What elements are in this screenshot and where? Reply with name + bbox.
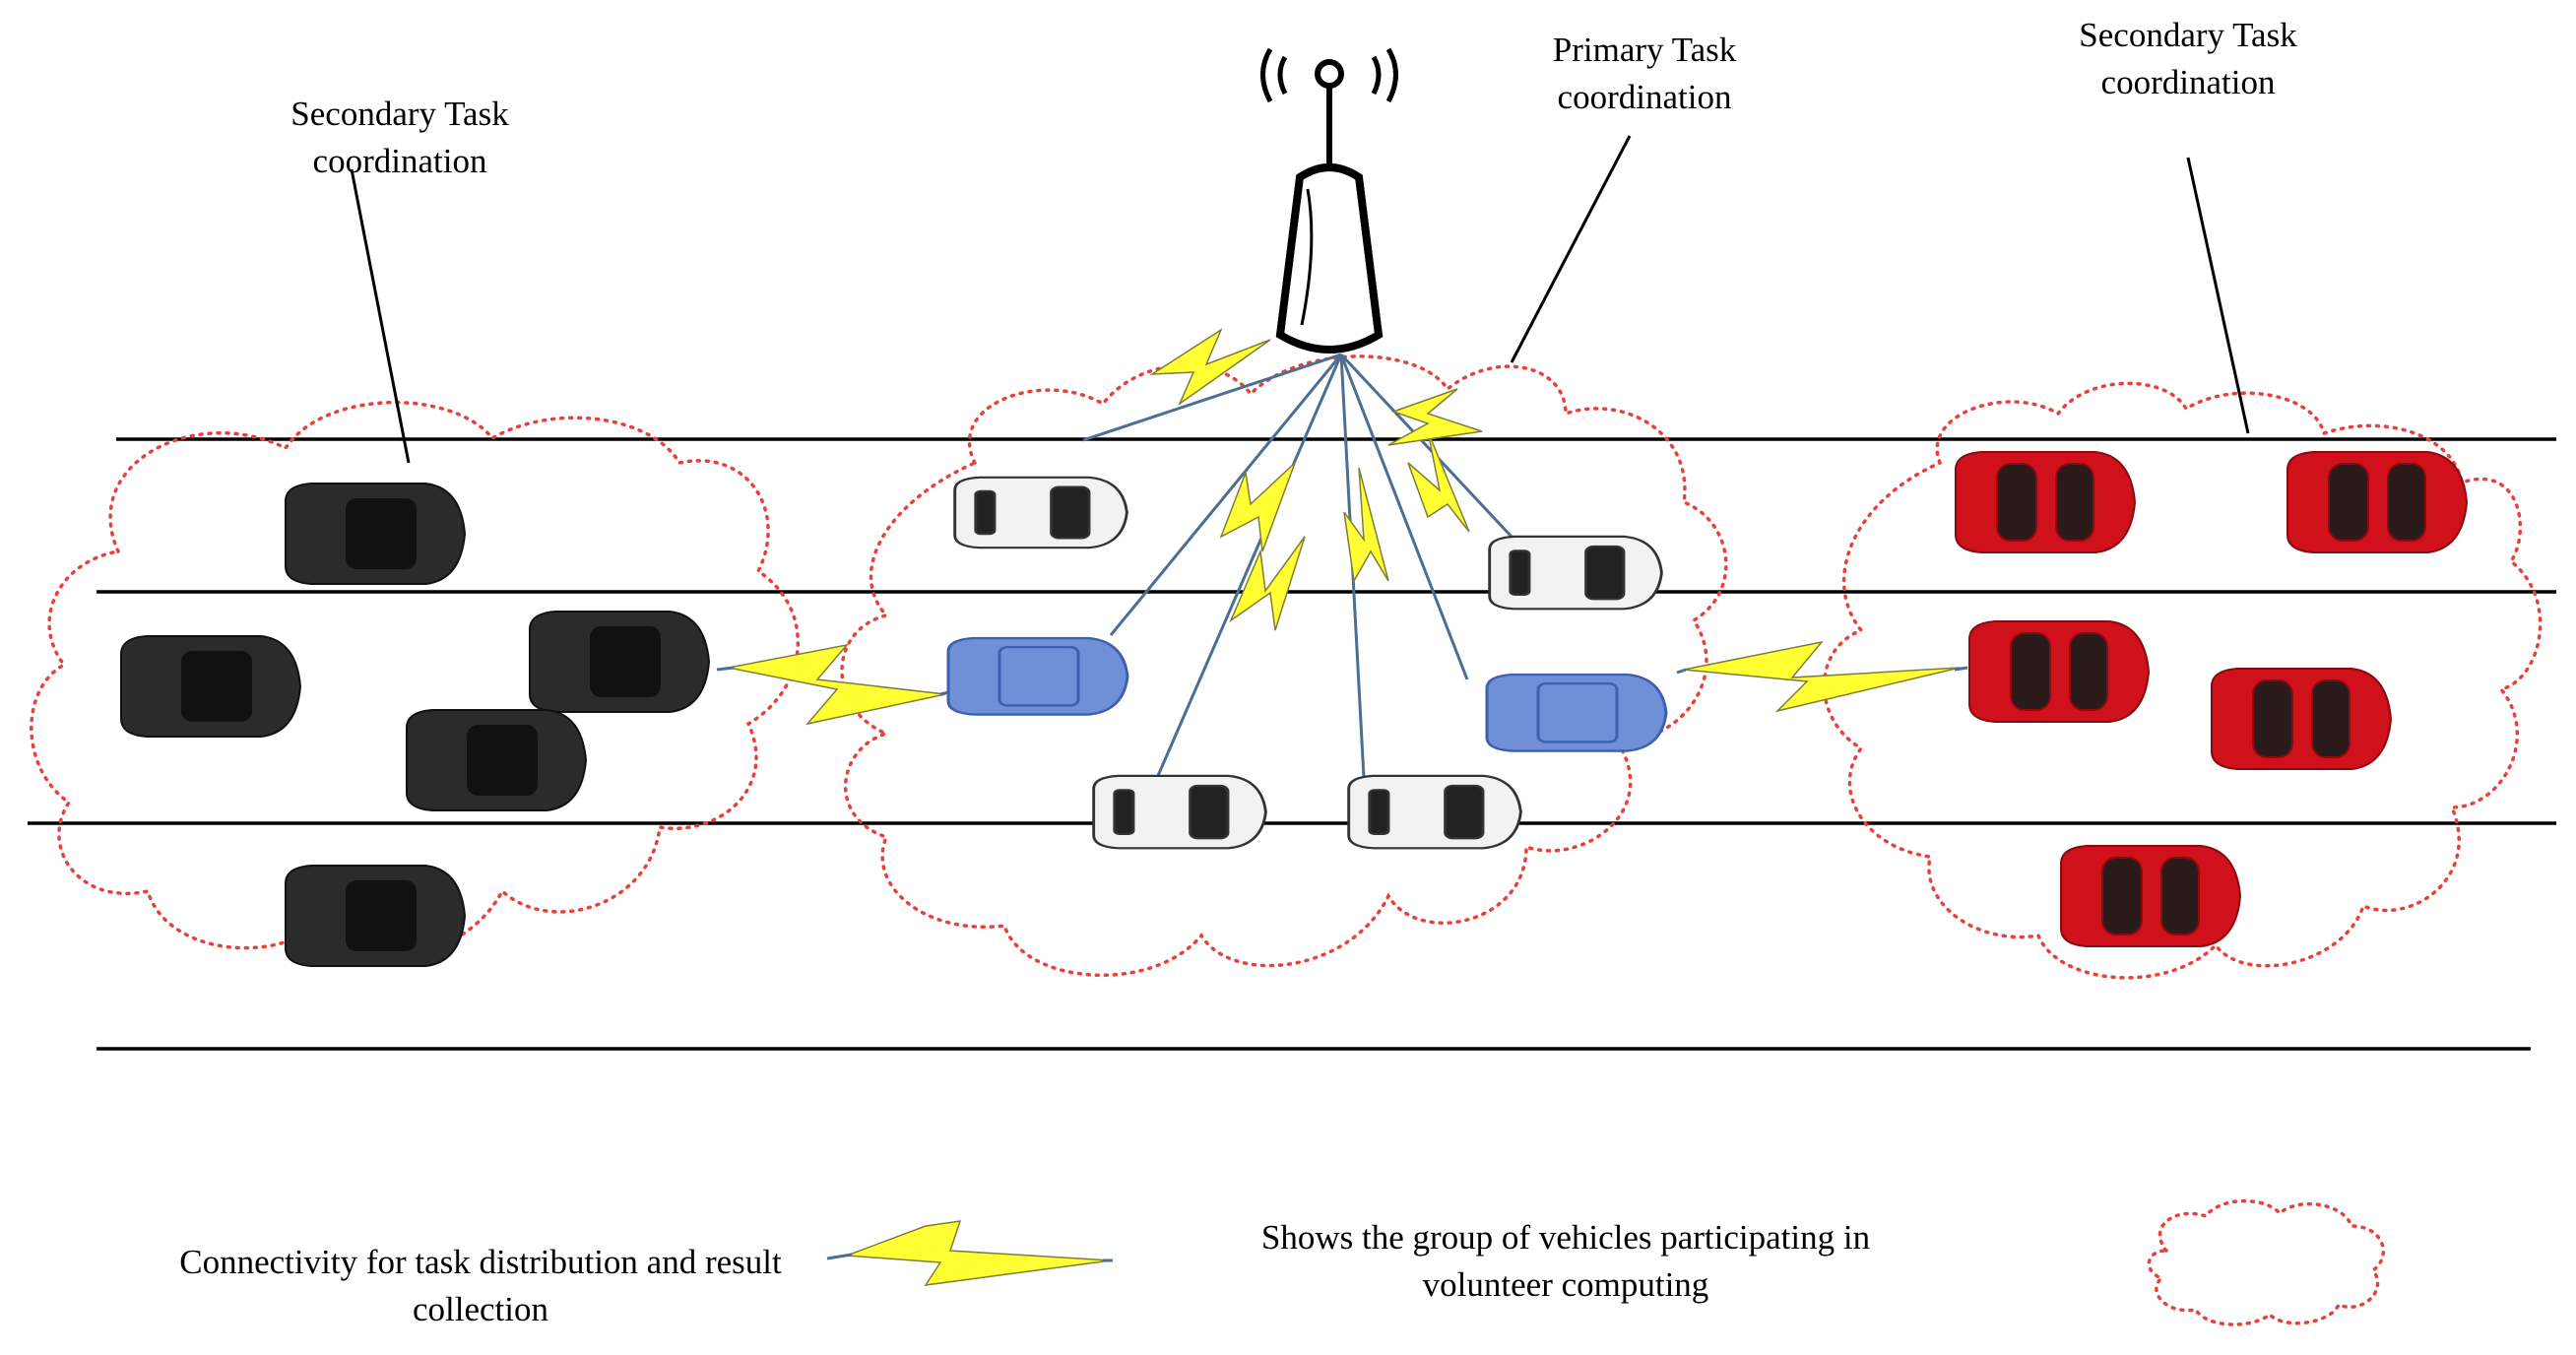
white-car	[1092, 774, 1267, 850]
callout-line-center	[1510, 135, 1632, 363]
road	[28, 437, 2556, 1051]
link-to-blue-car-1	[1109, 354, 1343, 636]
label-line: collection	[412, 1290, 548, 1328]
label-line: volunteer computing	[1422, 1265, 1709, 1304]
lightning-bolt-icon	[846, 1220, 1112, 1286]
blue-car	[1485, 673, 1668, 753]
label-line: Connectivity for task distribution and r…	[179, 1243, 782, 1281]
blue-car	[946, 636, 1129, 717]
callout-line-right	[2186, 157, 2250, 434]
lightning-bolt-icon	[1229, 536, 1306, 631]
red-car	[1968, 620, 2150, 723]
black-car	[406, 709, 587, 811]
callout-lines	[350, 135, 2250, 464]
link-to-white-car-4	[1339, 353, 1513, 539]
lightning-bolt-icon	[1149, 328, 1271, 407]
red-car	[2060, 845, 2241, 947]
lightning-bolt-icon	[1343, 467, 1389, 584]
cell-tower-icon	[1260, 47, 1398, 354]
legend-cloud-icon	[2147, 1198, 2385, 1326]
link-left-group	[716, 666, 735, 672]
red-car	[1955, 451, 2136, 553]
link-right-group	[1676, 668, 1687, 675]
red-car	[2286, 451, 2468, 553]
link-to-white-car-1	[1082, 353, 1342, 442]
black-car	[285, 865, 466, 967]
legend-group-label: Shows the group of vehicles participatin…	[1182, 1214, 1950, 1309]
red-car	[2211, 668, 2392, 770]
primary-task-label: Primary Task coordination	[1477, 27, 1812, 121]
link-to-blue-car-2	[1339, 354, 1469, 680]
white-car	[953, 476, 1128, 549]
label-line: Secondary Task	[290, 95, 509, 133]
link-right-group	[1954, 666, 1968, 672]
black-car	[120, 635, 301, 738]
label-line: coordination	[2100, 63, 2276, 101]
tower-links	[1082, 353, 1513, 779]
callout-line-left	[350, 168, 411, 464]
lightning-bolt-icon	[1219, 462, 1296, 552]
label-line: coordination	[312, 142, 487, 180]
secondary-task-label-left: Secondary Task coordination	[232, 91, 567, 185]
legend-connectivity-label: Connectivity for task distribution and r…	[126, 1239, 835, 1333]
lightning-bolt-icon	[728, 643, 946, 726]
label-line: Shows the group of vehicles participatin…	[1260, 1218, 1871, 1257]
lightning-bolt-icon	[1683, 640, 1961, 713]
label-line: coordination	[1557, 78, 1732, 116]
black-car	[529, 611, 710, 713]
white-car	[1488, 535, 1663, 611]
secondary-task-label-right: Secondary Task coordination	[2021, 12, 2355, 106]
label-line: Secondary Task	[2079, 16, 2297, 54]
cloud-right-group	[1822, 381, 2543, 980]
cloud-center-group	[840, 355, 1728, 978]
white-car	[1347, 774, 1522, 850]
link-to-white-car-2	[1155, 354, 1343, 779]
lightning-bolt-icon	[1387, 388, 1483, 446]
label-line: Primary Task	[1552, 31, 1737, 69]
legend-link-line	[826, 1253, 853, 1260]
black-car	[285, 483, 466, 585]
cloud-left-group	[30, 400, 801, 957]
